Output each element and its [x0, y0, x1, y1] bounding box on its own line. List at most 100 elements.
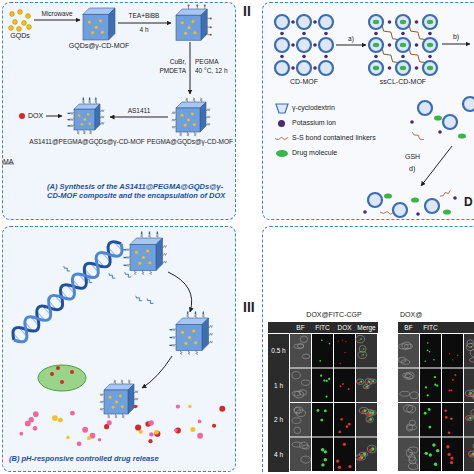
art-shape — [442, 334, 463, 368]
art-shape — [200, 98, 202, 102]
art-shape — [373, 66, 379, 70]
art-shape — [9, 26, 14, 31]
art-shape — [458, 133, 466, 138]
art-shape — [210, 17, 212, 19]
art-shape — [302, 354, 309, 359]
art-shape — [136, 296, 142, 301]
art-shape — [109, 396, 112, 399]
art-shape — [176, 325, 202, 351]
art-shape — [427, 66, 433, 70]
art-shape — [81, 123, 83, 125]
art-shape — [142, 271, 144, 275]
art-shape — [446, 445, 449, 448]
item-box: ssCL-CD-MOF — [367, 13, 439, 77]
art-shape — [168, 272, 192, 312]
item-drawing — [369, 15, 437, 75]
art-shape — [411, 197, 419, 202]
art-shape — [141, 232, 142, 235]
art-shape — [373, 20, 379, 24]
art-shape — [186, 98, 188, 102]
art-shape — [467, 418, 470, 421]
art-shape — [115, 401, 118, 404]
art-shape — [366, 386, 368, 388]
figure-label: BF — [404, 324, 412, 331]
art-shape — [163, 253, 167, 255]
item-drawing — [83, 8, 115, 40]
art-shape — [297, 38, 311, 52]
art-shape — [100, 408, 104, 410]
art-shape — [142, 256, 145, 259]
art-shape — [470, 343, 472, 345]
art-shape — [135, 251, 138, 254]
art-shape — [447, 453, 450, 456]
art-shape — [156, 234, 158, 238]
art-shape — [398, 322, 474, 333]
art-shape — [148, 439, 152, 443]
art-shape — [98, 438, 101, 441]
art-shape — [68, 113, 71, 114]
figure-label: 0.5 h — [271, 347, 285, 354]
reaction-arrow — [336, 45, 366, 46]
art-shape — [346, 425, 349, 428]
figure-label: D — [464, 196, 473, 210]
art-shape — [17, 27, 22, 32]
art-shape — [358, 382, 360, 384]
art-shape — [450, 461, 453, 464]
art-shape — [321, 339, 323, 341]
art-shape — [374, 55, 378, 59]
art-shape — [453, 196, 457, 200]
arrow-label: AS1411 — [128, 107, 151, 114]
art-shape — [52, 415, 58, 421]
art-shape — [361, 355, 362, 356]
art-shape — [312, 438, 333, 472]
art-shape — [176, 15, 201, 40]
art-shape — [301, 456, 311, 463]
art-shape — [134, 271, 136, 275]
art-shape — [363, 210, 367, 214]
art-shape — [370, 381, 372, 383]
art-shape — [401, 32, 405, 36]
art-shape — [172, 119, 176, 121]
art-shape — [124, 249, 127, 250]
figure-label: Merge — [357, 324, 375, 331]
art-shape — [294, 427, 301, 434]
art-shape — [425, 386, 427, 388]
art-shape — [292, 418, 301, 424]
panel-number: II — [243, 3, 251, 19]
art-shape — [369, 38, 383, 52]
art-shape — [324, 55, 328, 59]
art-shape — [104, 424, 109, 429]
art-shape — [193, 123, 196, 126]
art-shape — [364, 387, 366, 389]
art-shape — [321, 463, 324, 466]
art-shape — [294, 407, 300, 414]
art-shape — [210, 34, 212, 36]
art-shape — [423, 61, 437, 75]
art-shape — [473, 360, 474, 361]
art-shape — [175, 428, 181, 434]
art-shape — [407, 425, 416, 429]
art-shape — [149, 232, 150, 235]
art-shape — [138, 262, 141, 265]
art-shape — [147, 299, 153, 304]
art-shape — [125, 272, 131, 277]
art-shape — [473, 415, 474, 420]
art-shape — [334, 369, 355, 403]
art-shape — [449, 353, 450, 354]
item-drawing — [68, 98, 105, 135]
legend-text: Potassium ion — [292, 119, 336, 127]
art-shape — [343, 443, 346, 446]
art-shape — [369, 61, 383, 75]
panel-number: III — [243, 299, 255, 315]
art-shape — [403, 373, 411, 378]
item-drawing — [172, 98, 210, 136]
item-box: CD-MOF — [273, 13, 335, 77]
art-shape — [449, 390, 451, 392]
art-shape — [319, 61, 333, 75]
item-box: PEGMA@GQDs@γ-CD-MOF — [169, 97, 213, 137]
art-shape — [297, 15, 311, 29]
art-shape — [296, 410, 305, 417]
art-shape — [398, 334, 419, 368]
reaction-arrow — [118, 23, 171, 24]
art-shape — [406, 424, 412, 431]
